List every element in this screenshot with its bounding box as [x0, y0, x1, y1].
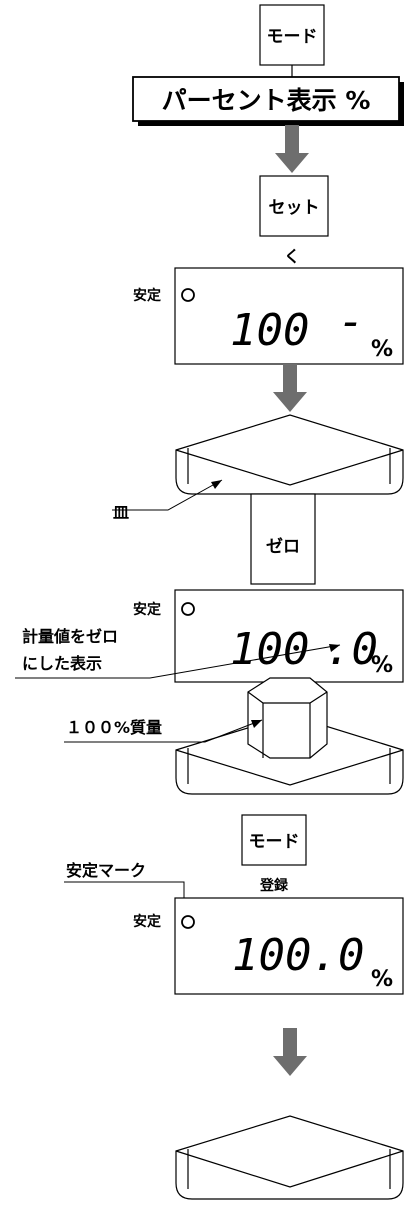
weight-icon — [247, 677, 328, 759]
mode-button: モード — [259, 4, 325, 66]
display-panel-zeroed: 安定 100 .0 % — [133, 589, 404, 683]
zero-button-label: ゼロ — [266, 536, 300, 557]
register-label: 登録 — [259, 877, 289, 894]
display-digits: 100 — [230, 624, 309, 675]
down-arrow-icon — [273, 364, 307, 412]
mode-button-label: モード — [267, 27, 318, 47]
down-arrow-icon — [273, 1028, 307, 1076]
display-unit: % — [371, 967, 393, 992]
display-unit: % — [371, 337, 393, 362]
stable-label: 安定 — [133, 913, 161, 930]
set-caption: く — [284, 247, 300, 266]
display-panel-registered: 安定 100.0 % — [133, 897, 404, 995]
mode-register-button-label: モード — [249, 832, 300, 852]
weighing-pan-final — [175, 1115, 404, 1200]
stable-label: 安定 — [133, 601, 161, 618]
stable-indicator-icon — [181, 288, 195, 302]
zero-note-line-2: にした表示 — [22, 654, 102, 673]
stable-label: 安定 — [133, 287, 161, 304]
display-panel-initial: 安定 100 - % — [133, 267, 404, 365]
set-button: セット — [259, 175, 329, 237]
mode-register-button: モード — [241, 814, 307, 866]
stable-indicator-icon — [181, 602, 195, 616]
stable-mark-label: 安定マーク — [66, 861, 146, 880]
down-arrow-icon — [275, 125, 309, 173]
pan-label: 皿 — [113, 503, 129, 522]
display-unit: % — [371, 653, 393, 678]
banner-text: パーセント表示 % — [162, 86, 371, 115]
zero-note-line-1: 計量値をゼロ — [22, 627, 118, 646]
weighing-pan — [175, 414, 404, 495]
display-digits: 100 — [230, 305, 309, 356]
display-dash: - — [338, 296, 365, 347]
display-digits: 100.0 — [232, 930, 364, 981]
set-button-label: セット — [269, 198, 320, 218]
zero-button: ゼロ — [250, 493, 316, 585]
percent-mode-banner: パーセント表示 % — [132, 76, 404, 126]
stable-indicator-icon — [181, 915, 195, 929]
mass-label: １００%質量 — [66, 718, 162, 737]
